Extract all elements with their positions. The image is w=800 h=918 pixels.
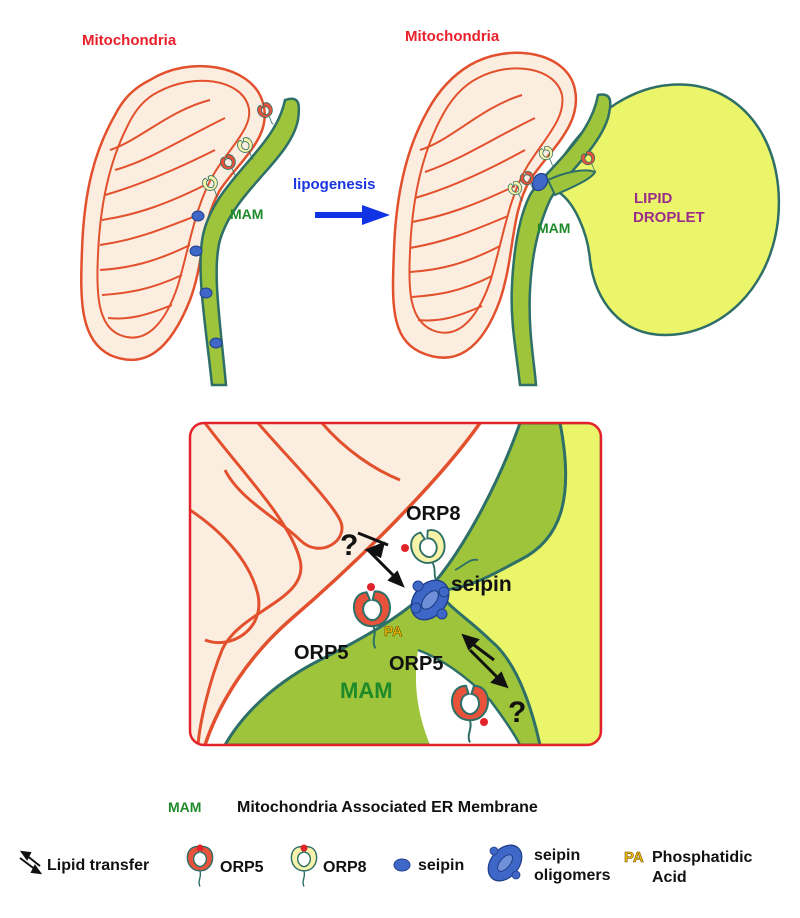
legend-seipin-oligomer-icon <box>487 844 523 882</box>
seipin-dot-1 <box>191 210 205 222</box>
legend-orp8: ORP8 <box>323 859 367 876</box>
zoom-border <box>188 421 603 747</box>
lipogenesis-arrow: lipogenesis <box>293 176 390 225</box>
mam-label-right: MAM <box>537 220 570 236</box>
pa-label: PA <box>384 623 402 639</box>
ld-label-1: LIPID <box>634 190 673 207</box>
zoom-panel: ORP8 seipin PA ORP5 ORP5 MAM ? ? <box>188 421 603 747</box>
legend-mam-abbrev: MAM <box>168 799 201 815</box>
mito-label-right: Mitochondria <box>405 28 500 45</box>
ld-label-2: DROPLET <box>633 209 705 226</box>
legend-orp5-icon <box>186 845 214 888</box>
mitochondrion-left <box>80 64 266 362</box>
seipin-oligomer-large <box>410 579 450 621</box>
question-mark-2: ? <box>508 696 526 729</box>
mam-label-zoom: MAM <box>340 678 393 703</box>
er-mam-right <box>510 93 612 387</box>
pa-dot-orp5-2 <box>480 718 488 726</box>
orp5-label-1: ORP5 <box>294 642 348 664</box>
pa-dot-orp5-1 <box>367 583 375 591</box>
mitochondrion-right <box>391 51 578 359</box>
legend-seipin-oligomers-1: seipin <box>534 847 580 864</box>
legend-mam-full: Mitochondria Associated ER Membrane <box>237 799 538 816</box>
mam-label-left: MAM <box>230 206 263 222</box>
legend-orp5: ORP5 <box>220 859 264 876</box>
lipid-transfer-icon <box>19 850 43 875</box>
legend-pa-full-1: Phosphatidic <box>652 849 753 866</box>
lipid-transfer-arrows-1 <box>357 531 405 588</box>
orp5-label-2: ORP5 <box>389 653 443 675</box>
question-mark-1: ? <box>340 529 358 562</box>
seipin-dot-3 <box>199 287 213 299</box>
legend-pa-full-2: Acid <box>652 869 687 886</box>
lipogenesis-label: lipogenesis <box>293 176 376 193</box>
legend-orp8-icon <box>290 845 318 888</box>
seipin-label: seipin <box>451 573 512 596</box>
arrow-shape <box>315 205 390 225</box>
pa-dot-orp8 <box>401 544 409 552</box>
legend-lipid-transfer: Lipid transfer <box>47 857 149 874</box>
top-left-panel: Mitochondria MAM <box>80 32 301 387</box>
seipin-dot-4 <box>209 337 223 349</box>
legend-seipin-icon <box>393 858 411 872</box>
seipin-dot-2 <box>189 245 203 257</box>
orp8-label: ORP8 <box>406 503 460 525</box>
lipid-droplet-right <box>553 83 781 337</box>
legend-seipin: seipin <box>418 857 464 874</box>
legend-seipin-oligomers-2: oligomers <box>534 867 611 884</box>
top-right-panel: Mitochondria LIPID DROPLET MAM <box>391 28 781 387</box>
mito-label-left: Mitochondria <box>82 32 177 49</box>
lipid-transfer-arrows-2 <box>461 633 509 689</box>
legend: MAM Mitochondria Associated ER Membrane … <box>19 799 753 888</box>
legend-pa-abbrev: PA <box>624 849 644 866</box>
